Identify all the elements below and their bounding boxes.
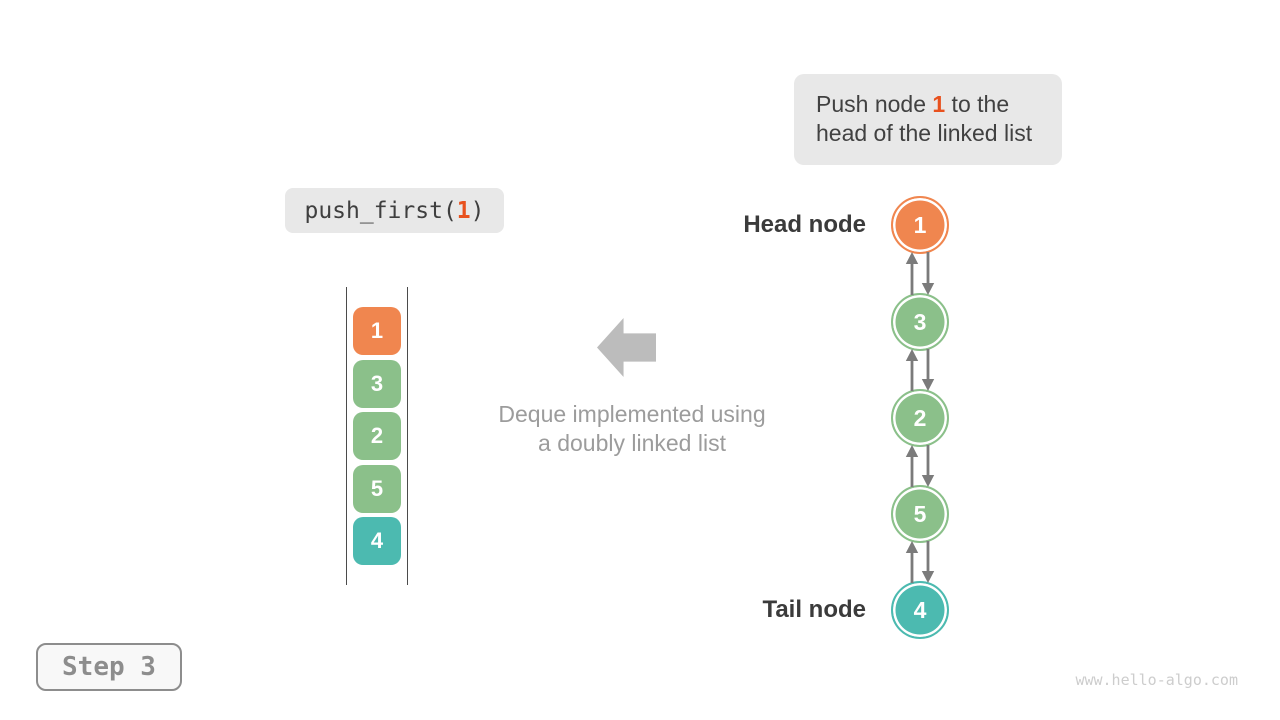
link-connector-3-2 bbox=[903, 349, 937, 391]
operation-prefix: push_first( bbox=[304, 197, 457, 224]
node-value: 1 bbox=[913, 211, 927, 238]
stack-cell-value: 3 bbox=[370, 370, 384, 396]
stack-cell-2: 2 bbox=[353, 412, 401, 460]
link-connector-2-5 bbox=[903, 445, 937, 487]
operation-code-chip: push_first(1) bbox=[285, 188, 504, 233]
annotation-text-pre: Push node bbox=[816, 91, 933, 117]
bidirectional-arrow-icon bbox=[905, 541, 935, 583]
list-node-2: 2 bbox=[891, 389, 949, 447]
bidirectional-arrow-icon bbox=[905, 252, 935, 295]
watermark-url: www.hello-algo.com bbox=[1075, 671, 1238, 689]
deque-stack-rail: 1 3 2 5 4 bbox=[346, 287, 408, 585]
stack-cell-5: 5 bbox=[353, 464, 401, 513]
node-value: 5 bbox=[913, 500, 927, 527]
annotation-highlight-value: 1 bbox=[932, 91, 946, 117]
link-connector-1-3 bbox=[903, 252, 937, 295]
stack-cell-value: 4 bbox=[370, 528, 384, 553]
stack-cell-3: 3 bbox=[353, 359, 401, 408]
operation-arg: 1 bbox=[456, 197, 471, 224]
left-block-arrow-icon bbox=[597, 318, 656, 377]
node-value: 2 bbox=[913, 404, 927, 431]
stack-cell-1: 1 bbox=[353, 307, 401, 355]
bidirectional-arrow-icon bbox=[905, 349, 935, 391]
step-label: Step 3 bbox=[62, 652, 156, 682]
stack-cell-value: 5 bbox=[370, 475, 384, 501]
stack-cell-4: 4 bbox=[353, 517, 401, 565]
stack-cell-value: 2 bbox=[370, 423, 384, 448]
list-node-4: 4 bbox=[891, 581, 949, 639]
operation-suffix: ) bbox=[470, 197, 485, 224]
bidirectional-arrow-icon bbox=[905, 445, 935, 487]
tail-node-label: Tail node bbox=[762, 596, 866, 623]
head-node-label: Head node bbox=[743, 211, 866, 238]
caption-line-2: a doubly linked list bbox=[538, 430, 726, 456]
node-value: 3 bbox=[913, 308, 927, 335]
link-connector-5-4 bbox=[903, 541, 937, 583]
step-badge: Step 3 bbox=[36, 643, 182, 691]
node-value: 4 bbox=[913, 596, 927, 623]
deque-caption: Deque implemented using a doubly linked … bbox=[457, 400, 807, 458]
list-node-3: 3 bbox=[891, 293, 949, 351]
list-node-1: 1 bbox=[891, 196, 949, 254]
push-annotation-callout: Push node 1 to the head of the linked li… bbox=[794, 74, 1062, 165]
annotation-text-post: to the head of the linked list bbox=[816, 91, 1033, 146]
caption-line-1: Deque implemented using bbox=[498, 401, 766, 427]
stack-cell-value: 1 bbox=[370, 318, 384, 343]
list-node-5: 5 bbox=[891, 485, 949, 543]
